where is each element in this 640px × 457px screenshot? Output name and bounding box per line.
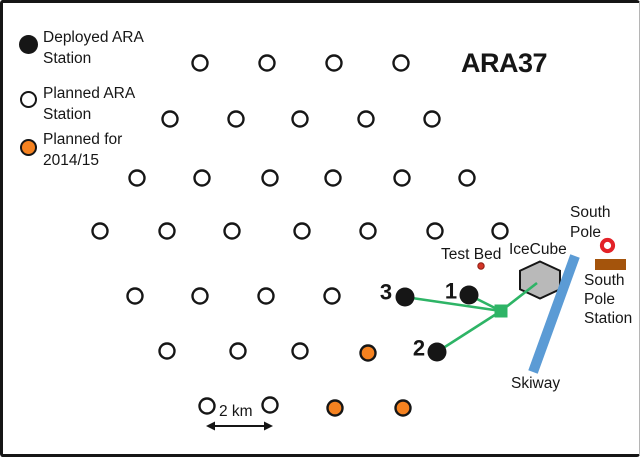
planned-station-marker: [293, 222, 311, 240]
deployed-station-marker: [459, 285, 479, 305]
skiway-line: [528, 254, 580, 374]
deployed-station-marker: [395, 287, 415, 307]
planned-2014-station-marker: [359, 344, 377, 362]
deployed-station-marker: [427, 342, 447, 362]
planned-station-marker: [91, 222, 109, 240]
south-pole-station-label: South Pole Station: [584, 272, 633, 327]
page-title: ARA37: [461, 48, 548, 78]
deployed-station-number: 2: [413, 336, 425, 361]
planned-station-marker: [426, 222, 444, 240]
legend-label-planned: Planned ARA Station: [43, 85, 135, 123]
planned-station-marker: [161, 110, 179, 128]
planned-station-marker: [261, 169, 279, 187]
planned-2014-station-marker: [326, 399, 344, 417]
planned-station-marker: [227, 110, 245, 128]
deployed-stations-layer: 1 2 3: [380, 279, 479, 362]
planned-station-marker: [158, 342, 176, 360]
deployed-station-legend-icon: [19, 35, 38, 54]
planned-station-marker: [229, 342, 247, 360]
icecube-label: IceCube: [509, 241, 567, 258]
skiway-label: Skiway: [511, 375, 561, 392]
planned-station-legend-icon: [20, 91, 37, 108]
planned-station-marker: [324, 169, 342, 187]
scale-arrow: [206, 421, 273, 431]
planned-2014-layer: [326, 344, 412, 417]
planned-station-marker: [393, 169, 411, 187]
planned-2014-legend-icon: [20, 139, 37, 156]
planned-2014-station-marker: [394, 399, 412, 417]
planned-station-marker: [158, 222, 176, 240]
planned-station-marker: [126, 287, 144, 305]
planned-station-marker: [258, 54, 276, 72]
planned-station-marker: [291, 342, 309, 360]
scale-arrow-left-head: [206, 421, 215, 431]
deployed-station-number: 1: [445, 279, 457, 304]
legend-label-planned-2014: Planned for 2014/15: [43, 131, 123, 169]
cable-line: [436, 309, 502, 354]
planned-stations-layer: [91, 54, 509, 415]
planned-station-marker: [325, 54, 343, 72]
test-bed-label: Test Bed: [441, 246, 502, 263]
planned-station-marker: [191, 287, 209, 305]
planned-station-marker: [198, 397, 216, 415]
planned-station-marker: [323, 287, 341, 305]
planned-station-marker: [357, 110, 375, 128]
planned-station-marker: [257, 287, 275, 305]
planned-station-marker: [193, 169, 211, 187]
planned-station-marker: [291, 110, 309, 128]
planned-station-marker: [423, 110, 441, 128]
scale-arrow-right-head: [264, 421, 273, 431]
south-pole-marker-icon: [599, 237, 616, 254]
hub-square: [494, 304, 508, 318]
south-pole-station-rect: [595, 259, 626, 270]
south-pole-label: South Pole: [570, 204, 611, 241]
planned-station-marker: [458, 169, 476, 187]
planned-station-marker: [359, 222, 377, 240]
deployed-station-number: 3: [380, 280, 392, 305]
planned-station-marker: [261, 396, 279, 414]
planned-station-marker: [191, 54, 209, 72]
planned-station-marker: [223, 222, 241, 240]
planned-station-marker: [392, 54, 410, 72]
scale-bar-label: 2 km: [219, 403, 253, 420]
cable-line: [404, 295, 502, 313]
legend-label-deployed: Deployed ARA Station: [43, 29, 143, 67]
planned-station-marker: [491, 222, 509, 240]
test-bed-dot: [477, 262, 485, 270]
planned-station-marker: [128, 169, 146, 187]
